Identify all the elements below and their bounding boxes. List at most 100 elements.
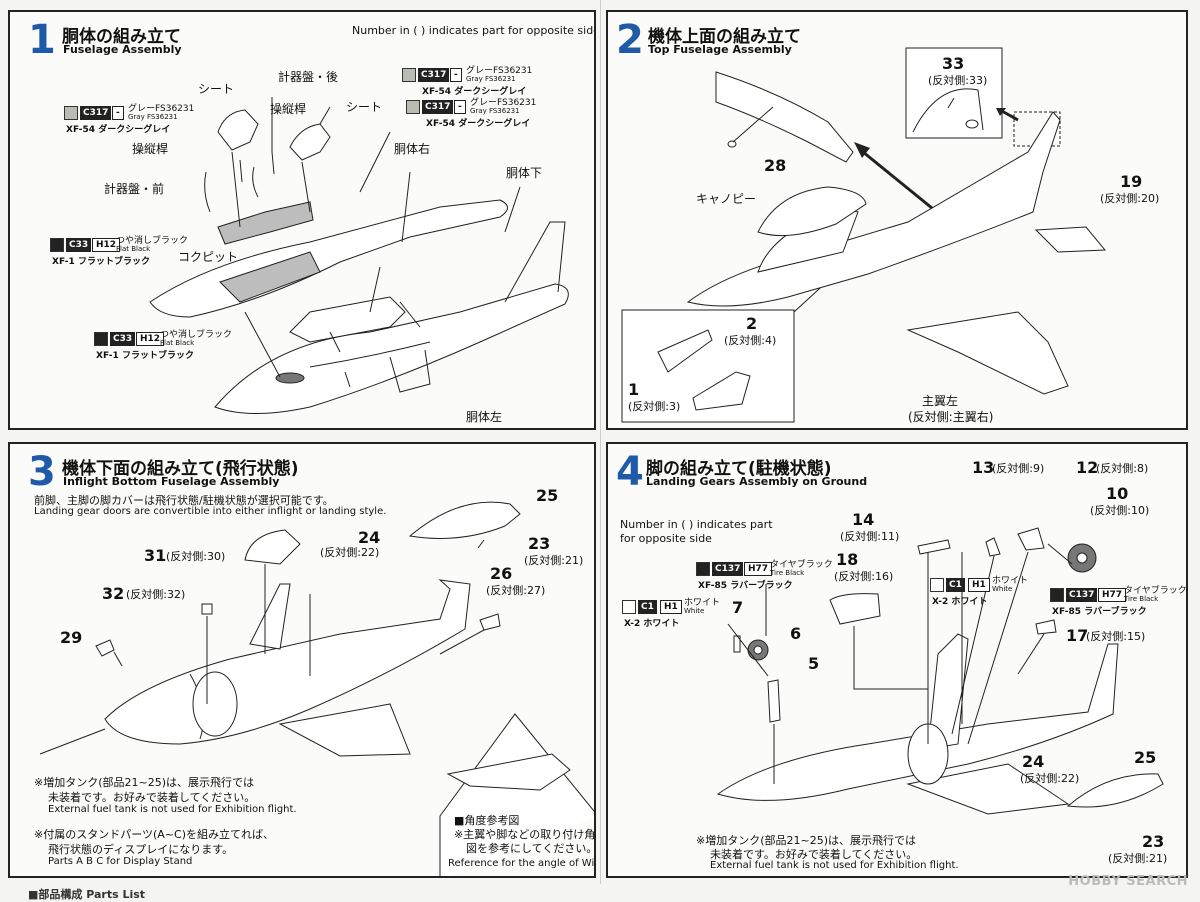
part-number-24: 24: [1022, 752, 1045, 771]
part-opposite-17: (反対側:15): [1086, 630, 1146, 643]
paint-code-alt: H1: [968, 578, 990, 592]
step-title: 胴体の組み立て: [62, 27, 181, 47]
paint-code-alt: -: [450, 68, 462, 82]
paint-name-jp: つや消しブラック: [116, 236, 189, 246]
part-number-33: 33: [942, 54, 965, 73]
angle-ref-title: ■角度参考図: [454, 814, 520, 827]
step2-panel: 2 機体上面の組み立て Top Fuselage Assembly 33 (反対…: [606, 10, 1188, 430]
paint-swatch: [94, 332, 108, 346]
step-title-en: Landing Gears Assembly on Ground: [646, 475, 868, 488]
paint-code-alt: -: [112, 106, 124, 120]
label-fuselage-left: 胴体左: [466, 410, 503, 424]
paint-swatch: [930, 578, 944, 592]
part-number-6: 6: [790, 624, 802, 643]
label-instrument-panel-front: 計器盤・前: [104, 182, 165, 196]
note-tank-en: External fuel tank is not used for Exhib…: [48, 804, 297, 815]
part-number-12: 12: [1076, 458, 1099, 477]
part-number-24: 24: [358, 528, 381, 547]
note-stand-jp-1: ※付属のスタンドパーツ(A~C)を組み立てれば、: [34, 828, 275, 841]
paint-name-jp: ホワイト: [992, 576, 1029, 586]
paint-code: C33: [66, 238, 92, 252]
part-number-17: 17: [1066, 626, 1089, 645]
part-number-10: 10: [1106, 484, 1129, 503]
paint-code-alt: H77: [1098, 588, 1127, 602]
part-opposite-31: (反対側:30): [166, 550, 226, 563]
paint-callout: C317 - グレーFS36231 Gray FS36231 XF-54 ダーク…: [406, 98, 556, 130]
paint-name-en: Tire Black: [1124, 595, 1159, 603]
part-opposite-23: (反対側:21): [1108, 852, 1168, 865]
step-number: 3: [28, 449, 56, 495]
paint-swatch: [50, 238, 64, 252]
paint-swatch: [402, 68, 416, 82]
paint-xf: XF-54 ダークシーグレイ: [422, 87, 527, 97]
page-fold-line: [600, 0, 601, 899]
step-title: 脚の組み立て(駐機状態): [646, 459, 832, 479]
watermark: HOBBY SEARCH: [1068, 874, 1188, 889]
part-opposite-33: (反対側:33): [928, 74, 988, 87]
landing-gear-drawing: [716, 527, 1164, 815]
paint-name-en: Flat Black: [160, 339, 195, 347]
part-opposite-1: (反対側:3): [628, 400, 681, 413]
paint-name-en: Gray FS36231: [470, 107, 520, 115]
note-stand-en: Parts A B C for Display Stand: [48, 856, 193, 867]
paint-code-alt: H77: [744, 562, 773, 576]
paint-code: C137: [1066, 588, 1098, 602]
label-fuselage-right: 胴体右: [394, 142, 431, 156]
part-opposite-24: (反対側:22): [1020, 772, 1080, 785]
paint-callout: C317 - グレーFS36231 Gray FS36231 XF-54 ダーク…: [402, 66, 552, 98]
paint-name-en: Gray FS36231: [466, 75, 516, 83]
part-number-19: 19: [1120, 172, 1143, 191]
fuselage-assembly-drawing: [149, 97, 569, 414]
part-opposite-32: (反対側:32): [126, 588, 186, 601]
paint-swatch: [622, 600, 636, 614]
label-instrument-panel-rear: 計器盤・後: [278, 70, 339, 84]
part-number-32: 32: [102, 584, 125, 603]
step-number: 4: [616, 449, 644, 495]
paint-xf: XF-85 ラバーブラック: [1052, 607, 1147, 617]
paint-name-jp: タイヤブラック: [770, 560, 833, 570]
part-number-13: 13: [972, 458, 995, 477]
label-main-wing-opposite: (反対側:主翼右): [908, 410, 994, 424]
paint-code: C1: [946, 578, 965, 592]
part-number-2: 2: [746, 314, 758, 333]
part-number-1: 1: [628, 380, 640, 399]
paint-code-alt: H12: [136, 332, 165, 346]
step-title: 機体下面の組み立て(飛行状態): [62, 459, 299, 479]
step-title: 機体上面の組み立て: [648, 27, 801, 47]
paint-code-alt: H12: [92, 238, 121, 252]
label-canopy: キャノピー: [696, 192, 757, 206]
paint-name-jp: グレーFS36231: [128, 104, 195, 114]
paint-name-jp: グレーFS36231: [466, 66, 533, 76]
step-subtitle-en: Landing gear doors are convertible into …: [34, 506, 387, 517]
paint-xf: XF-1 フラットブラック: [96, 351, 194, 361]
step-number: 2: [616, 17, 644, 63]
part-number-23: 23: [1142, 832, 1165, 851]
paint-xf: XF-54 ダークシーグレイ: [426, 119, 531, 129]
part-opposite-19: (反対側:20): [1100, 192, 1160, 205]
paint-name-jp: タイヤブラック: [1124, 586, 1187, 596]
paint-callout: C1 H1 ホワイト White X-2 ホワイト: [622, 598, 732, 630]
paint-name-en: Flat Black: [116, 245, 151, 253]
part-number-18: 18: [836, 550, 859, 569]
part-number-5: 5: [808, 654, 820, 673]
part-number-31: 31: [144, 546, 167, 565]
angle-ref-en: Reference for the angle of Wings and Gea…: [448, 858, 595, 869]
part-number-28: 28: [764, 156, 787, 175]
note-tank-jp-2: 未装着です。お好みで装着してください。: [710, 848, 918, 861]
paint-swatch: [1050, 588, 1064, 602]
paint-code-alt: H1: [660, 600, 682, 614]
label-seat: シート: [346, 100, 383, 114]
note-tank-jp-1: ※増加タンク(部品21~25)は、展示飛行では: [696, 834, 917, 847]
part-opposite-26: (反対側:27): [486, 584, 546, 597]
part-opposite-18: (反対側:16): [834, 570, 894, 583]
part-number-23: 23: [528, 534, 551, 553]
part-opposite-14: (反対側:11): [840, 530, 900, 543]
bottom-fuselage-drawing: [39, 501, 594, 876]
step1-panel: 1 胴体の組み立て Fuselage Assembly Number in ( …: [8, 10, 596, 430]
paint-name-jp: つや消しブラック: [160, 330, 233, 340]
paint-code: C317: [80, 106, 112, 120]
paint-callout: C137 H77 タイヤブラック Tire Black XF-85 ラバーブラッ…: [1050, 586, 1187, 618]
part-number-26: 26: [490, 564, 513, 583]
label-fuselage-bottom: 胴体下: [506, 166, 543, 180]
part-opposite-23: (反対側:21): [524, 554, 584, 567]
